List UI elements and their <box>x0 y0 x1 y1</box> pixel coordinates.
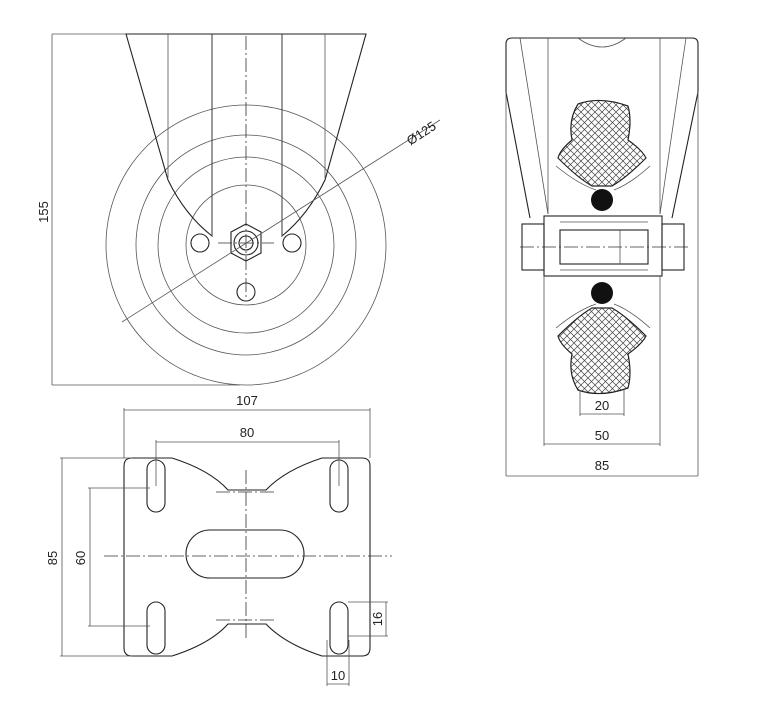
bracket-inner-l <box>519 37 549 215</box>
diameter-leader <box>121 119 441 323</box>
bracket-right <box>512 37 699 219</box>
slot-bottom-left <box>146 601 166 655</box>
fork-right <box>281 33 367 238</box>
kingpin-arc <box>577 37 627 48</box>
bracket-left <box>505 37 531 219</box>
bearing-ball-lower <box>591 282 613 304</box>
front-view: Ø125 155 <box>36 33 441 386</box>
tread-width-label: 20 <box>595 398 609 413</box>
bearing-ball-upper <box>591 189 613 211</box>
mounting-plate <box>123 457 371 657</box>
central-slot <box>185 529 305 579</box>
bracket-inner-r <box>659 37 687 215</box>
wheel-diameter-label: Ø125 <box>404 118 439 148</box>
rim-upper <box>555 165 651 191</box>
tire-section-lower <box>557 307 647 395</box>
slot-bottom-right <box>329 601 349 655</box>
hole-spacing-length-label: 80 <box>240 425 254 440</box>
plate-width-label: 85 <box>45 551 60 565</box>
hole-spacing-width-label: 60 <box>73 551 88 565</box>
hub-hole-right <box>282 233 302 253</box>
fork-left <box>125 33 213 238</box>
plate-view: 107 80 85 60 16 10 <box>45 393 392 686</box>
hub-length-label: 50 <box>595 428 609 443</box>
tire-section-upper <box>557 99 647 187</box>
slot-length-label: 16 <box>370 612 385 626</box>
overall-height-label: 155 <box>36 201 51 223</box>
hub-housing <box>543 215 663 277</box>
overall-width-label: 85 <box>595 458 609 473</box>
slot-width-label: 10 <box>331 668 345 683</box>
plate-length-label: 107 <box>236 393 258 408</box>
side-section-view: 20 50 85 <box>505 37 699 477</box>
hub-hole-left <box>190 233 210 253</box>
rim-lower <box>555 303 651 329</box>
